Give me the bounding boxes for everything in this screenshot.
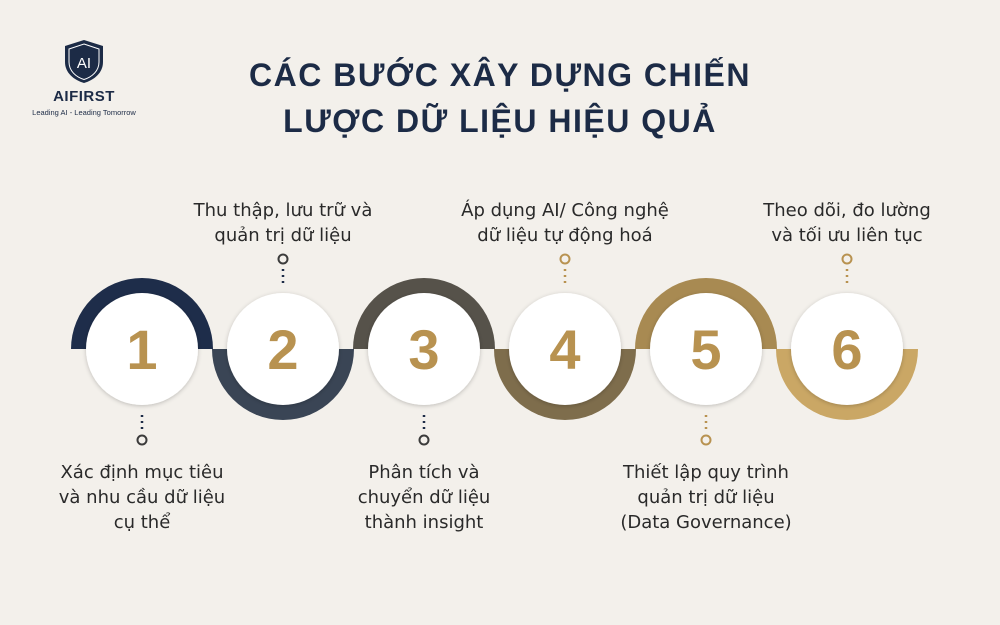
- step-label-line: quản trị dữ liệu: [637, 487, 775, 508]
- step-label-3: Phân tích và chuyển dữ liệu thành insight: [304, 460, 544, 535]
- step-label-line: quản trị dữ liệu: [214, 225, 352, 246]
- step-label-line: và tối ưu liên tục: [771, 225, 923, 246]
- step-marker-4: [559, 253, 571, 265]
- step-label-line: Áp dụng AI/ Công nghệ: [461, 200, 669, 221]
- step-label-line: chuyển dữ liệu: [357, 487, 491, 508]
- page-title: CÁC BƯỚC XÂY DỰNG CHIẾN LƯỢC DỮ LIỆU HIỆ…: [200, 52, 800, 144]
- step-circle-3: [368, 293, 480, 405]
- step-label-line: Thu thập, lưu trữ và: [193, 200, 373, 221]
- step-label-line: Theo dõi, đo lường: [763, 200, 931, 221]
- title-line-1: CÁC BƯỚC XÂY DỰNG CHIẾN: [249, 57, 751, 93]
- step-circle-4: [509, 293, 621, 405]
- step-label-line: thành insight: [364, 512, 484, 533]
- step-connectors: [136, 253, 853, 446]
- logo: AI AIFIRST Leading AI - Leading Tomorrow: [24, 38, 144, 117]
- step-label-line: Thiết lập quy trình: [623, 462, 789, 483]
- step-circle-1: [86, 293, 198, 405]
- step-circle-5: [650, 293, 762, 405]
- step-marker-5: [700, 434, 712, 446]
- step-label-line: và nhu cầu dữ liệu: [58, 487, 226, 508]
- step-label-line: cụ thể: [113, 512, 171, 533]
- step-ribbon: [71, 278, 918, 420]
- step-marker-1: [136, 434, 148, 446]
- step-number-2: 2: [267, 318, 298, 381]
- shield-logo-icon: AI: [65, 40, 103, 83]
- step-marker-3: [418, 434, 430, 446]
- step-number-5: 5: [690, 318, 721, 381]
- step-circle-6: [791, 293, 903, 405]
- step-label-2: Thu thập, lưu trữ và quản trị dữ liệu: [163, 198, 403, 248]
- step-number-1: 1: [126, 318, 157, 381]
- step-label-6: Theo dõi, đo lường và tối ưu liên tục: [727, 198, 967, 248]
- step-label-5: Thiết lập quy trình quản trị dữ liệu (Data…: [586, 460, 826, 535]
- step-circles: 1 2 3 4 5 6: [86, 293, 903, 405]
- step-marker-2: [277, 253, 289, 265]
- brand-tagline: Leading AI - Leading Tomorrow: [32, 108, 136, 117]
- step-label-line: Xác định mục tiêu: [60, 462, 224, 483]
- step-label-1: Xác định mục tiêu và nhu cầu dữ liệu cụ th…: [22, 460, 262, 535]
- brand-name: AIFIRST: [53, 88, 115, 105]
- step-marker-6: [841, 253, 853, 265]
- step-number-3: 3: [408, 318, 439, 381]
- step-label-line: (Data Governance): [620, 512, 792, 533]
- step-number-4: 4: [549, 318, 580, 381]
- title-line-2: LƯỢC DỮ LIỆU HIỆU QUẢ: [283, 103, 717, 139]
- step-number-6: 6: [831, 318, 862, 381]
- step-label-line: dữ liệu tự động hoá: [477, 225, 653, 246]
- step-label-4: Áp dụng AI/ Công nghệ dữ liệu tự động hoá: [445, 198, 685, 248]
- step-circle-2: [227, 293, 339, 405]
- logo-mark: AI: [77, 55, 91, 72]
- step-label-line: Phân tích và: [368, 462, 480, 483]
